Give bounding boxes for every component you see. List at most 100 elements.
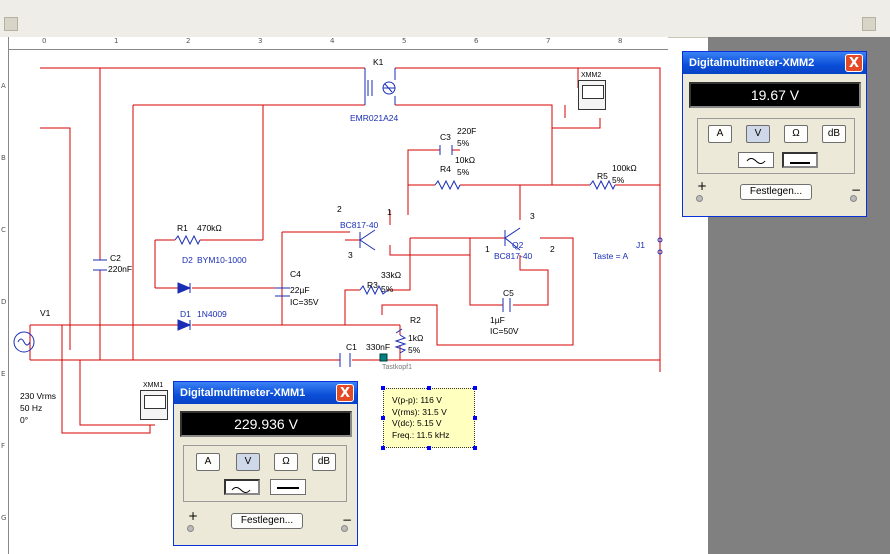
db-button[interactable]: dB [822,125,846,143]
minus-terminal[interactable] [850,195,857,202]
ruler-top: 0 1 2 3 4 5 6 7 8 [8,37,668,50]
c5-ic: IC=50V [490,326,519,336]
volt-button[interactable]: V [746,125,770,143]
xmm1-display: 229.936 V [180,411,352,437]
dc-line-icon [790,162,810,164]
festlegen-button[interactable]: Festlegen... [740,184,812,200]
ruler-row: G [1,514,7,522]
xmm2-symbol-label: XMM2 [581,72,602,79]
q1-model: BC817-40 [340,220,379,230]
xmm1-titlebar[interactable]: Digitalmultimeter-XMM1 [174,382,357,404]
k1-ref: K1 [373,57,384,67]
xmm2-symbol[interactable] [578,80,606,110]
close-button[interactable]: X [336,384,354,402]
ruler-col: 5 [402,37,407,45]
c1-ref: C1 [346,342,357,352]
ruler-col: 3 [258,37,263,45]
c1-value: 330nF [366,342,391,352]
probe-ref: Tastkopf1 [382,364,412,371]
selection-handle[interactable] [381,446,385,450]
ruler-col: 6 [474,37,479,45]
c5-ref: C5 [503,288,514,298]
r4-value: 10kΩ [455,155,476,165]
c5-value: 1µF [490,315,505,325]
r5-value: 100kΩ [612,163,637,173]
xmm2-title: Digitalmultimeter-XMM2 [689,57,815,69]
ruler-row: A [1,82,6,90]
v1-ref: V1 [40,308,51,318]
ruler-row: F [1,442,6,450]
xmm2-display: 19.67 V [689,82,861,108]
q1-pin1: 1 [387,207,392,217]
xmm1-symbol[interactable] [140,390,168,420]
selection-handle[interactable] [473,446,477,450]
ampere-button[interactable]: A [196,453,220,471]
dc-button[interactable] [270,479,306,495]
ohm-button[interactable]: Ω [784,125,808,143]
close-button[interactable]: X [845,54,863,72]
q2-ref: Q2 [512,240,524,250]
plus-terminal-label: + [697,179,708,193]
volt-button[interactable]: V [236,453,260,471]
xmm1-title: Digitalmultimeter-XMM1 [180,387,306,399]
ruler-col: 8 [618,37,623,45]
d2-ref: D2 [182,255,193,265]
v1-voltage: 230 Vrms [20,391,57,401]
selection-handle[interactable] [473,416,477,420]
q2-pin1: 1 [485,244,490,254]
plus-terminal[interactable] [696,195,703,202]
c3-ref: C3 [440,132,451,142]
c3-value: 220F [457,126,477,136]
ruler-row: C [1,226,6,234]
c4-ic: IC=35V [290,297,319,307]
ruler-col: 0 [42,37,47,45]
ohm-button[interactable]: Ω [274,453,298,471]
probe-marker[interactable] [379,353,388,362]
xmm1-window[interactable]: Digitalmultimeter-XMM1 X 229.936 V A V Ω… [173,381,358,546]
selection-handle[interactable] [427,386,431,390]
ac-button[interactable] [738,152,774,168]
r4-tol: 5% [457,167,470,177]
q2-pin2: 2 [550,244,555,254]
dc-button[interactable] [782,152,818,168]
window-control[interactable] [4,17,18,31]
xmm1-symbol-label: XMM1 [143,382,164,389]
selection-handle[interactable] [381,416,385,420]
c3-tol: 5% [457,138,470,148]
selection-handle[interactable] [473,386,477,390]
probe-vdc: V(dc): 5.15 V [392,418,442,428]
plus-terminal[interactable] [187,525,194,532]
c4-value: 22µF [290,285,310,295]
plus-terminal-label: + [188,509,199,523]
d1-ref: D1 [180,309,191,319]
c2-value: 220nF [108,264,133,274]
selection-handle[interactable] [381,386,385,390]
r3-tol: 5% [381,284,394,294]
v1-phase: 0° [20,415,29,425]
ac-button[interactable] [224,479,260,495]
festlegen-button[interactable]: Festlegen... [231,513,303,529]
q1-pin2: 2 [337,204,342,214]
v1-freq: 50 Hz [20,403,43,413]
xmm2-window[interactable]: Digitalmultimeter-XMM2 X 19.67 V A V Ω d… [682,51,867,217]
probe-freq: Freq.: 11.5 kHz [392,429,450,440]
selection-handle[interactable] [427,446,431,450]
minus-terminal[interactable] [341,525,348,532]
ruler-row: B [1,154,6,162]
sine-wave-icon [231,487,251,493]
sine-wave-icon [746,158,766,164]
xmm2-controls: A V Ω dB [697,118,855,174]
ruler-col: 2 [186,37,191,45]
ruler-col: 1 [114,37,119,45]
q2-pin3: 3 [530,211,535,221]
probe-vpp: V(p-p): 116 V [392,395,442,405]
probe-readout[interactable]: V(p-p): 116 V V(rms): 31.5 V V(dc): 5.15… [383,388,475,448]
xmm2-titlebar[interactable]: Digitalmultimeter-XMM2 [683,52,866,74]
window-control[interactable] [862,17,876,31]
meter-face-icon [144,395,166,409]
ampere-button[interactable]: A [708,125,732,143]
db-button[interactable]: dB [312,453,336,471]
r2-tol: 5% [408,345,421,355]
r2-ref: R2 [410,315,421,325]
